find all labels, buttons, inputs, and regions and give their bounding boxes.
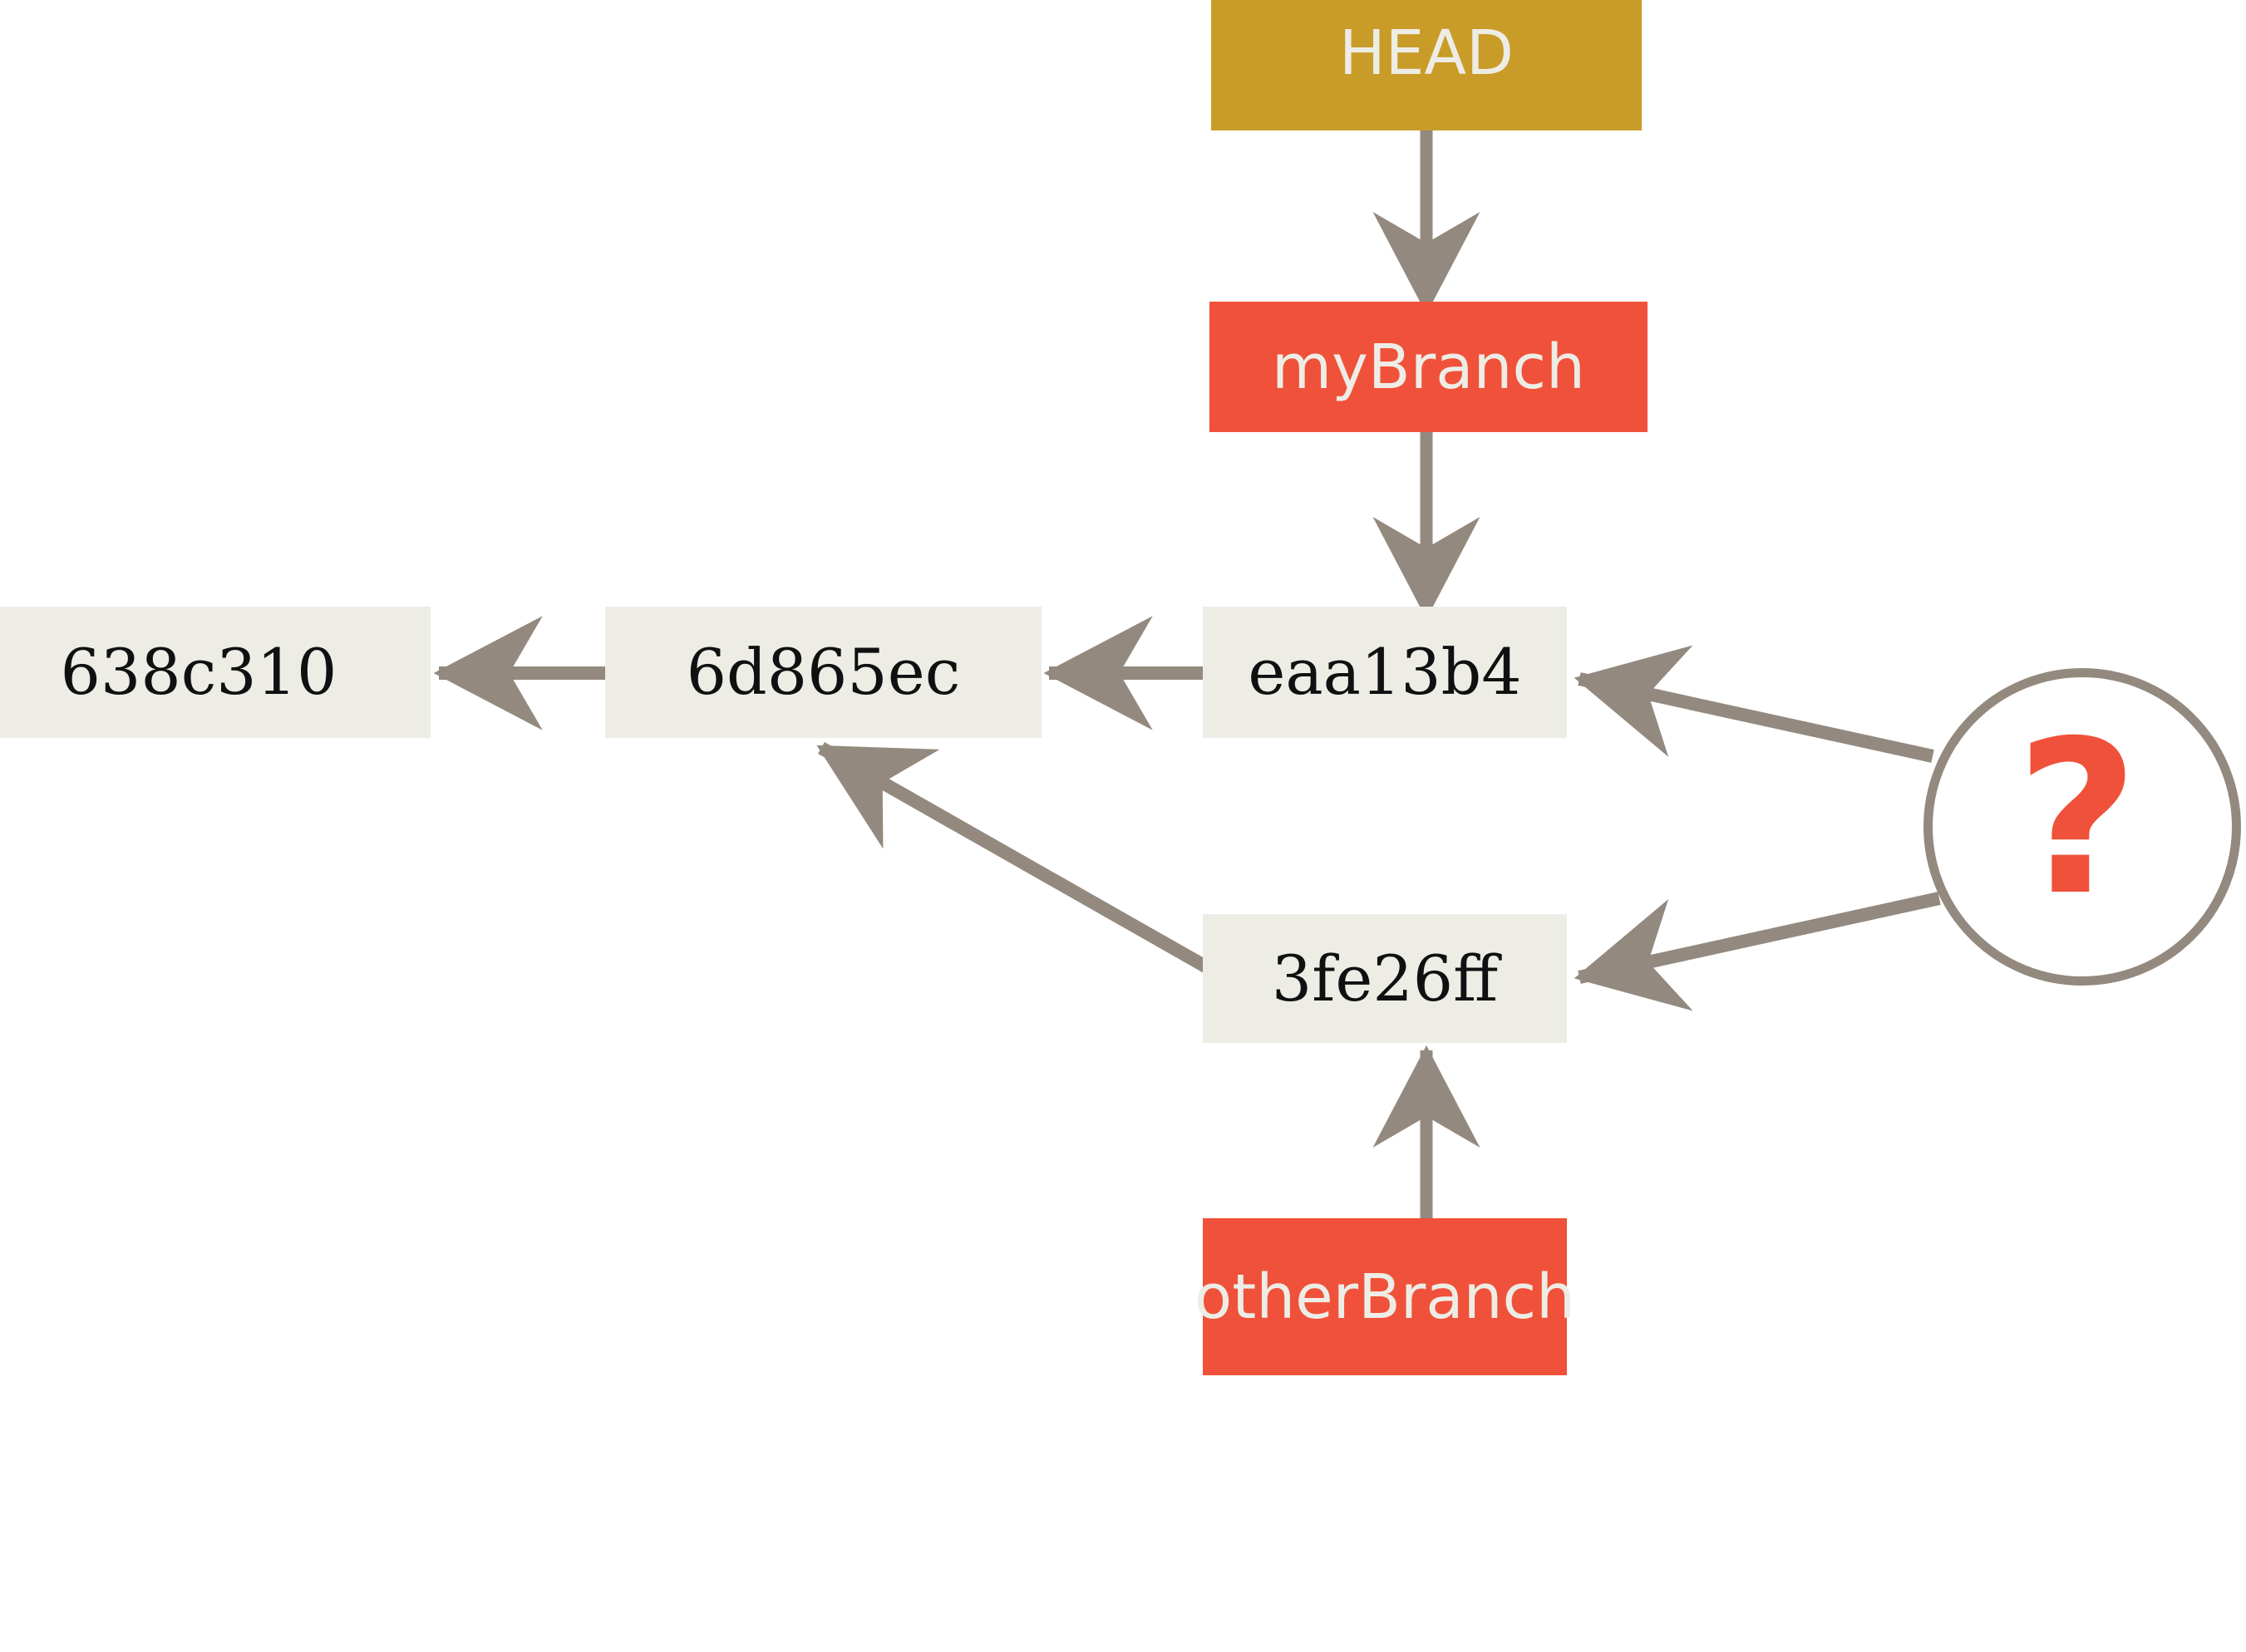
node-commit-3fe26ff[interactable]: 3fe26ff [1203,914,1567,1043]
edge-3fe26ff-to-6d865ec [816,742,1210,973]
node-head[interactable]: HEAD [1211,0,1642,130]
node-commit-638c310[interactable]: 638c310 [0,607,431,738]
edge-unknown-to-eaa13b4 [1574,645,1934,763]
node-commit-6d865ec-label: 6d865ec [686,635,961,709]
edge-unknown-to-3fe26ff [1574,892,1941,1011]
node-branch-mybranch[interactable]: myBranch [1209,302,1648,432]
question-mark-icon: ? [2016,695,2139,942]
node-commit-3fe26ff-label: 3fe26ff [1271,941,1499,1015]
node-commit-eaa13b4[interactable]: eaa13b4 [1203,607,1567,738]
node-head-label: HEAD [1338,17,1514,89]
node-unknown-commit[interactable]: ? [1923,668,2241,986]
node-commit-eaa13b4-label: eaa13b4 [1248,635,1522,709]
node-commit-6d865ec[interactable]: 6d865ec [605,607,1042,738]
node-branch-otherbranch-label: otherBranch [1194,1261,1576,1333]
node-commit-638c310-label: 638c310 [60,635,337,709]
node-branch-mybranch-label: myBranch [1272,331,1585,403]
node-branch-otherbranch[interactable]: otherBranch [1194,1218,1575,1375]
